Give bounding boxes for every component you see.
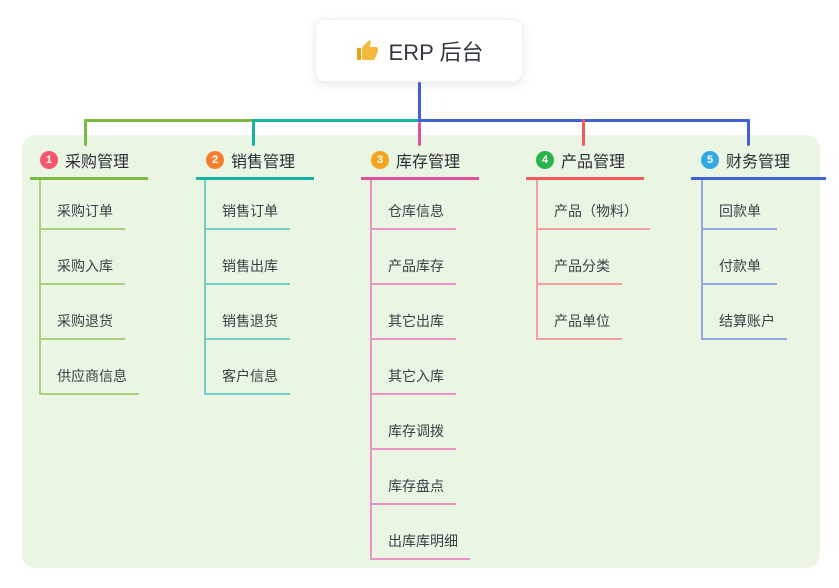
connector-drop-branch5 [747,119,750,146]
connector-drop-branch2 [252,119,255,146]
branch-label: 销售管理 [231,153,296,171]
tree-node[interactable]: 采购入库 [41,230,125,285]
tree-node[interactable]: 产品单位 [538,285,622,340]
connector-drop-branch3 [418,122,421,146]
branch-node-product[interactable]: 4 产品管理 [526,148,644,180]
tree-node[interactable]: 其它入库 [372,340,456,395]
tree-node[interactable]: 仓库信息 [372,180,456,230]
root-label: ERP 后台 [388,39,484,65]
tree-node[interactable]: 供应商信息 [41,340,139,395]
connector-drop-branch1 [84,119,87,146]
tree-node[interactable]: 其它出库 [372,285,456,340]
branch-children-product: 产品（物料） 产品分类 产品单位 [536,180,650,340]
branch-children-finance: 回款单 付款单 结算账户 [701,180,787,340]
tree-node[interactable]: 产品（物料） [538,180,650,230]
tree-node[interactable]: 产品分类 [538,230,622,285]
branch-children-sales: 销售订单 销售出库 销售退货 客户信息 [204,180,290,395]
branch-label: 产品管理 [561,153,626,171]
branch-number-badge: 4 [536,150,554,169]
branch-node-finance[interactable]: 5 财务管理 [691,148,826,180]
root-node[interactable]: ERP 后台 [315,19,523,82]
branch-node-purchase[interactable]: 1 采购管理 [30,148,148,180]
tree-node[interactable]: 库存盘点 [372,450,456,505]
connector-bus-green [84,119,253,122]
branch-node-inventory[interactable]: 3 库存管理 [361,148,479,180]
connector-root-drop [418,82,421,122]
branch-number-badge: 3 [371,150,389,169]
tree-node[interactable]: 销售退货 [206,285,290,340]
branch-label: 财务管理 [726,153,791,171]
branch-label: 采购管理 [65,153,130,171]
tree-node[interactable]: 采购订单 [41,180,125,230]
tree-node[interactable]: 客户信息 [206,340,290,395]
tree-node[interactable]: 采购退货 [41,285,125,340]
tree-node[interactable]: 付款单 [703,230,777,285]
thumbs-up-icon [355,39,379,63]
mindmap-canvas [22,135,820,568]
branch-number-badge: 1 [40,150,58,169]
branch-children-inventory: 仓库信息 产品库存 其它出库 其它入库 库存调拨 库存盘点 出库库明细 [370,180,470,560]
connector-bus-teal [252,119,420,122]
tree-node[interactable]: 回款单 [703,180,777,230]
tree-node[interactable]: 销售订单 [206,180,290,230]
tree-node[interactable]: 库存调拨 [372,395,456,450]
branch-children-purchase: 采购订单 采购入库 采购退货 供应商信息 [39,180,139,395]
branch-label: 库存管理 [396,153,461,171]
branch-number-badge: 5 [701,150,719,169]
tree-node[interactable]: 销售出库 [206,230,290,285]
tree-node[interactable]: 结算账户 [703,285,787,340]
connector-drop-branch4 [582,119,585,146]
branch-number-badge: 2 [206,150,224,169]
branch-node-sales[interactable]: 2 销售管理 [196,148,314,180]
tree-node[interactable]: 产品库存 [372,230,456,285]
tree-node[interactable]: 出库库明细 [372,505,470,560]
